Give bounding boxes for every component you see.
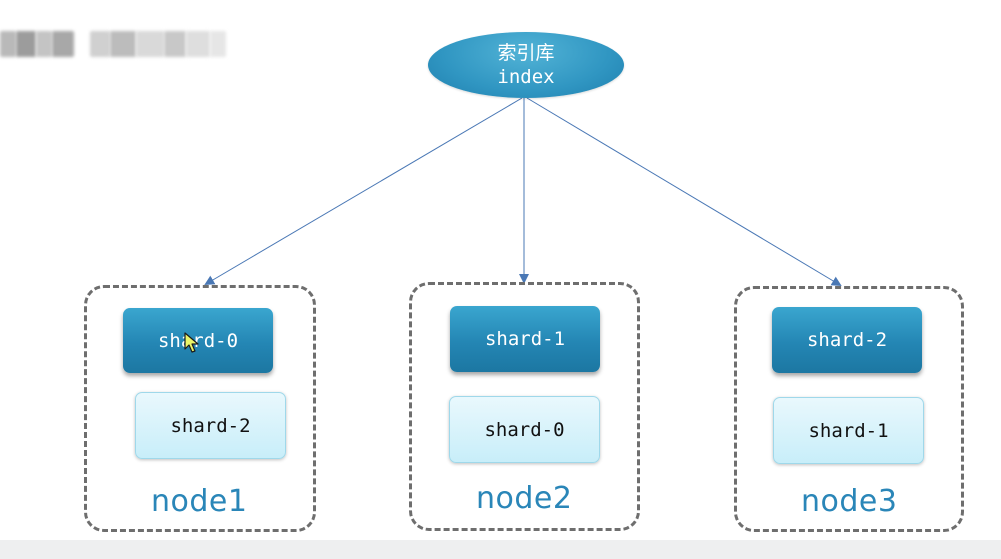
node-container-3 (734, 286, 964, 532)
primary-shard-node3: shard-2 (772, 307, 922, 373)
shard-label: shard-2 (170, 414, 251, 437)
shard-label: shard-1 (808, 419, 889, 442)
primary-shard-node2: shard-1 (450, 306, 600, 372)
primary-shard-node1: shard-0 (123, 308, 273, 373)
shard-label: shard-0 (157, 329, 239, 352)
bottom-strip (0, 540, 1001, 559)
replica-shard-node3: shard-1 (773, 397, 924, 464)
mouse-cursor-icon (184, 332, 199, 353)
node-container-2 (409, 282, 640, 531)
node-label-1: node1 (151, 484, 248, 519)
index-label-zh: 索引库 (497, 42, 555, 64)
node-label-3: node3 (801, 484, 898, 519)
node-container-1 (84, 285, 316, 532)
replica-shard-node1: shard-2 (135, 392, 286, 459)
shard-label: shard-0 (484, 418, 565, 441)
edge-index-node1 (204, 97, 523, 286)
edge-index-node3 (526, 97, 842, 287)
index-node: 索引库 index (428, 32, 624, 98)
shard-label: shard-1 (484, 328, 566, 350)
replica-shard-node2: shard-0 (449, 396, 600, 463)
shard-label: shard-2 (806, 329, 888, 351)
index-label-en: index (497, 66, 555, 88)
node-label-2: node2 (476, 481, 573, 516)
